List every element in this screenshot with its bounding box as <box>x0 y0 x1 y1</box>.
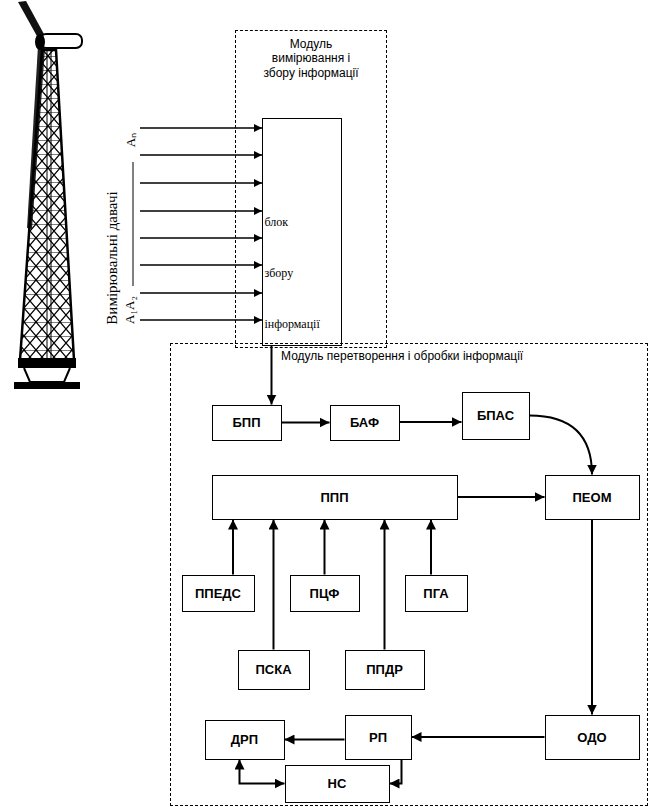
process-box: РП <box>345 715 412 760</box>
box-label: ПСКА <box>255 662 291 677</box>
flow-arrow <box>412 736 545 738</box>
box-label: ОДО <box>577 730 606 745</box>
box-label: ППЕДС <box>195 586 241 601</box>
flow-arrow <box>390 760 402 784</box>
process-box: ПГА <box>405 575 468 612</box>
box-label: ПЦФ <box>310 586 340 601</box>
sensor-caption: Вимірювальні давачі <box>104 191 121 324</box>
flow-arrow <box>324 520 326 575</box>
box-label: ППДР <box>366 662 403 677</box>
process-box: ДРП <box>205 720 285 760</box>
flow-arrow <box>285 739 345 741</box>
process-box: БАФ <box>330 405 400 441</box>
flow-arrow <box>530 416 593 475</box>
module-heading: Модуль вимірювання і збору інформації <box>259 31 363 80</box>
flow-arrow <box>400 421 462 423</box>
module-frame: Модуль вимірювання і збору інформації бло… <box>235 30 387 348</box>
process-box: БПП <box>212 405 282 441</box>
module-heading: Модуль перетворення і обробки інформації <box>281 344 647 363</box>
box-label: ПГА <box>423 586 448 601</box>
box-label: БАФ <box>350 415 379 430</box>
box-label: БПАС <box>477 408 514 423</box>
box-label: ДРП <box>231 732 258 747</box>
process-box: НС <box>285 765 390 803</box>
flow-arrow <box>271 346 273 405</box>
process-box: ППП <box>212 475 458 520</box>
flow-arrow <box>282 422 330 424</box>
module-frame: Модуль перетворення і обробки інформації… <box>170 343 648 806</box>
sensor-arrows <box>140 128 262 320</box>
box-label: НС <box>328 776 347 791</box>
flow-arrow <box>458 496 545 498</box>
flow-arrow <box>273 520 275 650</box>
process-box: ППЕДС <box>182 575 255 612</box>
box-label: РП <box>369 730 387 745</box>
process-box: ППДР <box>345 650 425 690</box>
process-box: ПСКА <box>238 650 310 690</box>
flow-arrow <box>240 760 285 784</box>
box-label: ПЕОМ <box>573 490 612 505</box>
box-label: ППП <box>320 490 348 505</box>
process-box: ПЦФ <box>290 575 360 612</box>
process-box: ПЕОМ <box>545 475 640 520</box>
process-box: БПАС <box>462 392 530 440</box>
flow-arrow <box>232 520 234 575</box>
flow-arrow <box>384 520 386 650</box>
flow-arrow <box>430 520 432 575</box>
box-label: блок збору інформації <box>263 119 320 350</box>
process-box: ОДО <box>545 715 640 760</box>
sensor-name: Aₙ <box>121 133 139 147</box>
collection-block: блок збору інформації <box>262 118 342 346</box>
box-label: БПП <box>232 415 260 430</box>
flow-arrow <box>591 520 593 715</box>
sensor-name: A₁A₂ <box>122 296 138 324</box>
